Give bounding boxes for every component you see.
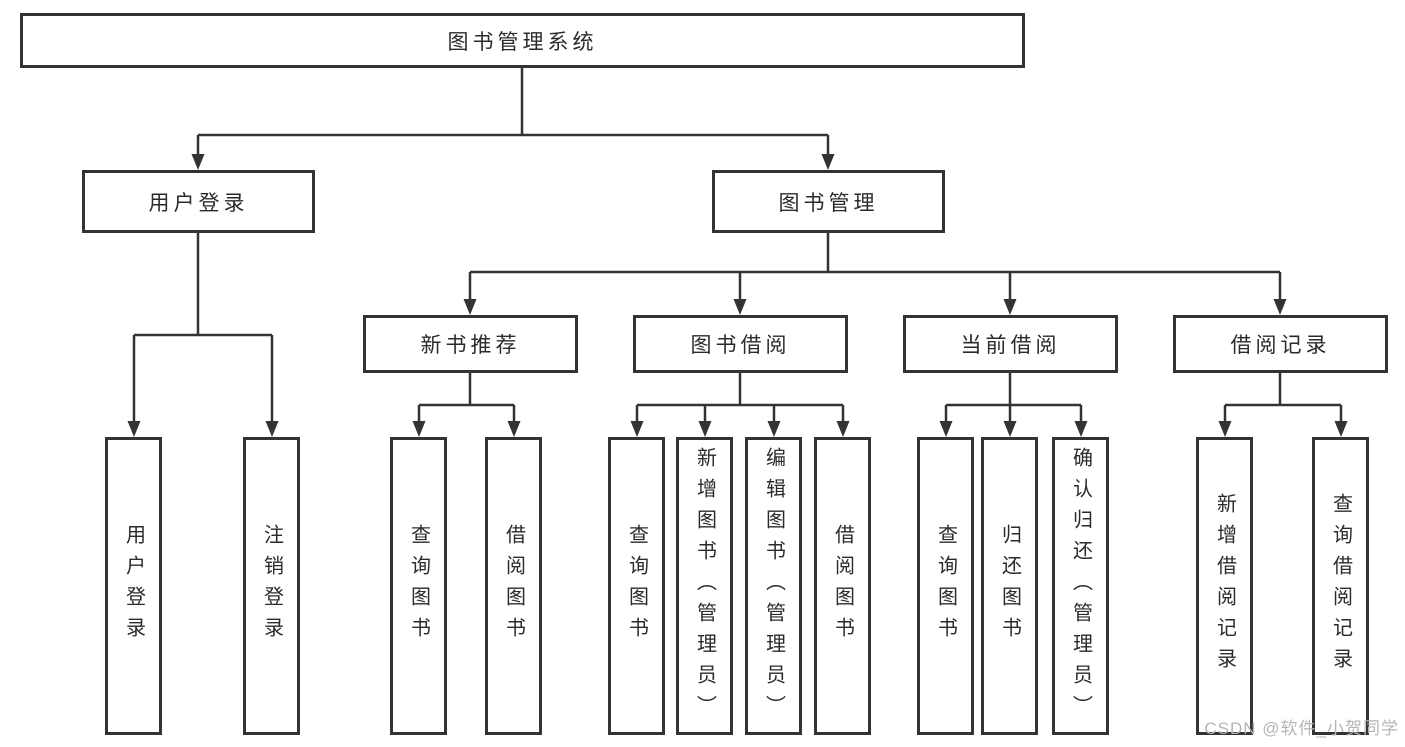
leaf-add-borrow-record: 新增借阅记录 (1196, 437, 1253, 735)
leaf-logout: 注销登录 (243, 437, 300, 735)
node-book-borrow: 图书借阅 (633, 315, 848, 373)
node-label: 当前借阅 (960, 334, 1061, 357)
node-label: 新书推荐 (420, 334, 521, 357)
leaf-query-books-borrow: 查询图书 (608, 437, 665, 735)
node-label: 图书管理系统 (447, 30, 598, 54)
leaf-return-books: 归还图书 (981, 437, 1038, 735)
node-new-book-recommend: 新书推荐 (363, 315, 578, 373)
leaf-query-books-recommend: 查询图书 (390, 437, 447, 735)
leaf-label: 查询图书 (934, 524, 957, 648)
leaf-label: 查询借阅记录 (1329, 493, 1352, 679)
node-book-management: 图书管理 (712, 170, 945, 233)
node-root-system: 图书管理系统 (20, 13, 1025, 68)
leaf-label: 用户登录 (122, 524, 145, 648)
leaf-add-books-admin: 新增图书（管理员） (676, 437, 733, 735)
leaf-edit-books-admin: 编辑图书（管理员） (745, 437, 802, 735)
leaf-label: 借阅图书 (831, 524, 854, 648)
leaf-label: 查询图书 (407, 524, 430, 648)
node-label: 借阅记录 (1230, 334, 1331, 357)
leaf-label: 借阅图书 (502, 524, 525, 648)
leaf-borrow-books-recommend: 借阅图书 (485, 437, 542, 735)
leaf-label: 确认归还（管理员） (1069, 446, 1092, 726)
node-borrow-records: 借阅记录 (1173, 315, 1388, 373)
leaf-label: 新增图书（管理员） (693, 446, 716, 726)
leaf-label: 新增借阅记录 (1213, 493, 1236, 679)
leaf-label: 查询图书 (625, 524, 648, 648)
leaf-query-books-current: 查询图书 (917, 437, 974, 735)
node-current-borrow: 当前借阅 (903, 315, 1118, 373)
leaf-label: 注销登录 (260, 524, 283, 648)
csdn-watermark: CSDN @软件_小贺同学 (1204, 719, 1399, 738)
leaf-confirm-return-admin: 确认归还（管理员） (1052, 437, 1109, 735)
node-user-login: 用户登录 (82, 170, 315, 233)
leaf-label: 编辑图书（管理员） (762, 446, 785, 726)
node-label: 图书借阅 (690, 334, 791, 357)
leaf-label: 归还图书 (998, 524, 1021, 648)
node-label: 图书管理 (778, 191, 879, 215)
leaf-user-login: 用户登录 (105, 437, 162, 735)
node-label: 用户登录 (148, 191, 249, 215)
leaf-borrow-books: 借阅图书 (814, 437, 871, 735)
leaf-query-borrow-record: 查询借阅记录 (1312, 437, 1369, 735)
